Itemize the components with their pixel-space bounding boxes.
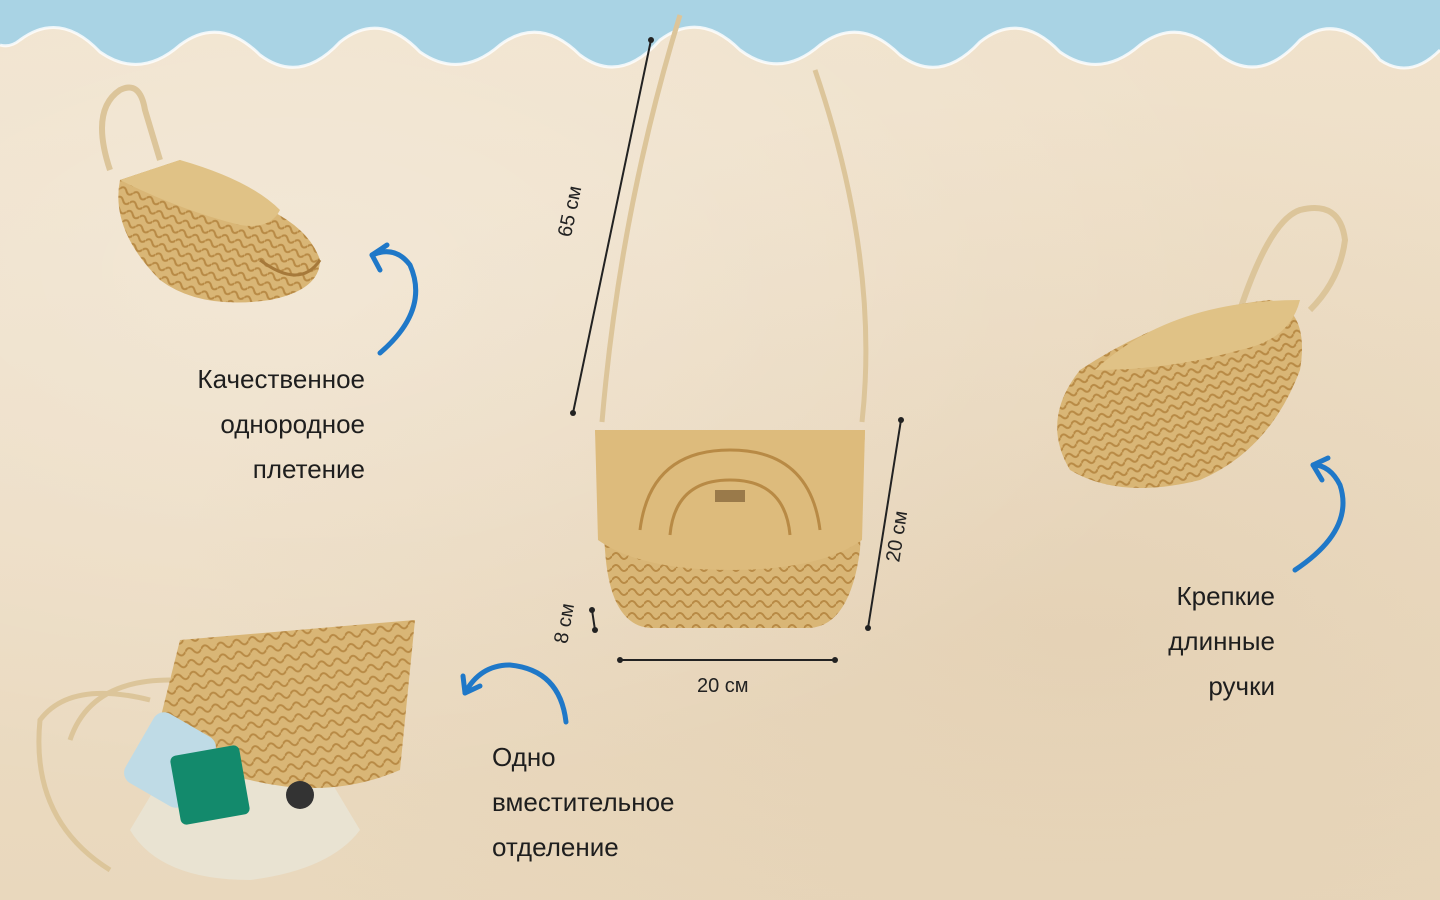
feature-compartment-line-3: отделение: [492, 832, 619, 862]
feature-handles-label: Крепкие длинные ручки: [1075, 574, 1275, 709]
feature-weave-line-1: Качественное: [197, 364, 365, 394]
bag-center-image: [595, 14, 869, 628]
sky-wave-border: [0, 0, 1440, 70]
feature-compartment-line-1: Одно: [492, 742, 556, 772]
bag-right-image: [1057, 205, 1349, 488]
feature-handles-line-1: Крепкие: [1176, 581, 1275, 611]
bag-top-left-image: [99, 84, 322, 303]
feature-compartment-label: Одно вместительное отделение: [492, 735, 732, 870]
feature-weave-line-2: однородное: [220, 409, 365, 439]
feature-handles-line-2: длинные: [1168, 626, 1275, 656]
bag-open-image: [36, 620, 415, 880]
feature-compartment-line-2: вместительное: [492, 787, 675, 817]
feature-weave-label: Качественное однородное плетение: [140, 357, 365, 492]
width-label: 20 см: [697, 675, 749, 697]
feature-handles-line-3: ручки: [1208, 671, 1275, 701]
feature-weave-line-3: плетение: [252, 454, 365, 484]
